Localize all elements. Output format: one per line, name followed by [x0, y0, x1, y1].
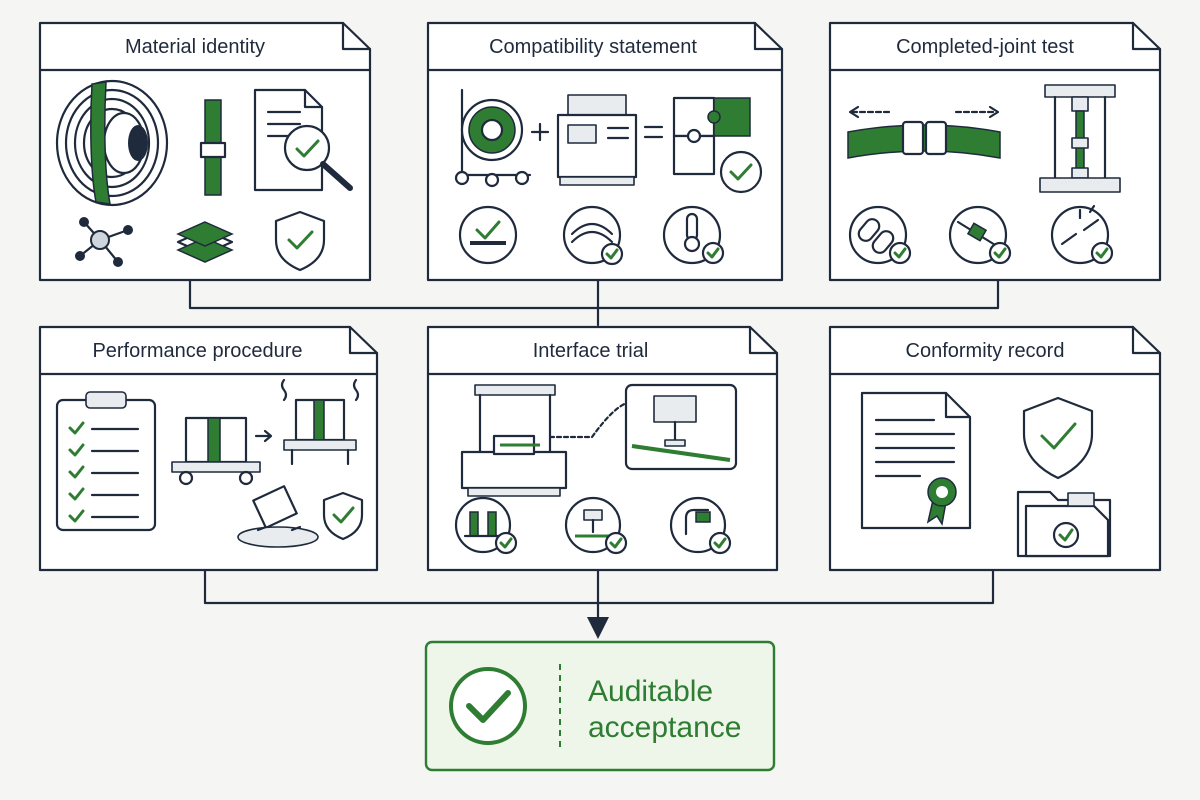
folder-check-icon	[1016, 490, 1112, 558]
equals-icon	[643, 125, 664, 139]
card-title-material-identity: Material identity	[124, 36, 266, 58]
puzzle-check-icon	[672, 96, 763, 194]
strap-segment-icon	[199, 99, 227, 196]
strapping-head-zoom-icon	[624, 383, 738, 471]
joint-break-check-icon	[1050, 204, 1114, 265]
seal-joint-check-icon	[948, 205, 1012, 265]
checklist-clipboard-icon	[55, 391, 157, 532]
result-box	[424, 640, 776, 772]
sealer-check-icon	[564, 496, 628, 555]
top-row-connector	[188, 278, 1000, 310]
thermometer-check-icon	[662, 205, 725, 265]
card-title-compatibility-statement: Compatibility statement	[489, 36, 697, 58]
strapping-machine-arch-icon	[460, 384, 632, 497]
shield-check-icon	[274, 210, 326, 272]
package-on-cart-icon	[171, 416, 273, 486]
drop-test-icon	[237, 485, 319, 548]
curved-surface-check-icon	[562, 205, 624, 266]
tensile-tester-icon	[1039, 84, 1121, 193]
document-magnifier-check-icon	[253, 88, 353, 192]
result-label-line-2: acceptance	[588, 711, 742, 744]
strap-joint-tension-icon	[847, 105, 1001, 159]
shield-check-icon	[322, 491, 364, 541]
strapping-machine-icon	[556, 94, 638, 186]
vibration-test-icon	[280, 378, 360, 466]
molecule-icon	[75, 217, 133, 267]
result-check-icon	[449, 667, 527, 745]
clip-check-icon	[669, 496, 732, 555]
certificate-document-icon	[860, 391, 972, 530]
flat-surface-check-icon	[458, 205, 518, 265]
card-title-performance-procedure: Performance procedure	[92, 340, 303, 362]
strap-guide-check-icon	[454, 496, 518, 555]
card-title-conformity-record: Conformity record	[905, 340, 1065, 362]
result-label: Auditable acceptance	[588, 674, 741, 746]
chain-link-check-icon	[848, 205, 912, 265]
connectors	[188, 278, 1000, 639]
card-title-completed-joint-test: Completed-joint test	[896, 36, 1074, 58]
result-label-line-1: Auditable	[588, 675, 714, 708]
card-title-interface-trial: Interface trial	[532, 340, 649, 362]
shield-check-icon	[1022, 396, 1094, 480]
plus-icon	[530, 122, 550, 142]
strap-dispenser-cart-icon	[454, 88, 532, 188]
layers-icon	[176, 221, 234, 263]
strap-coil-icon	[55, 79, 169, 207]
